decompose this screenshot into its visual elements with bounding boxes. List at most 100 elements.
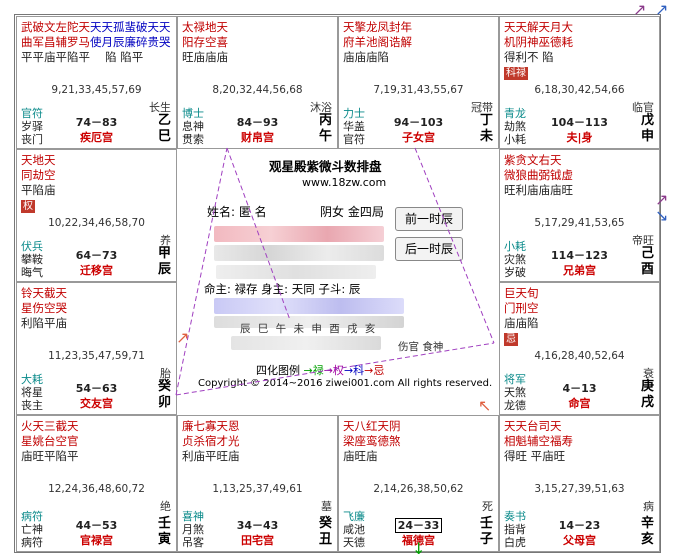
earthly-branch: 丑 [318,532,332,547]
minor-star: 将军 [504,373,526,386]
line-shen-to-xu [175,147,228,396]
star-text: 庙庙庙陷 [343,50,389,64]
palace-name: 子女宫 [339,129,498,145]
palace-stars: 火天三截天星姚台空官庙旺平陷平 [21,419,79,464]
star-row: 天天解天月大 [504,20,573,35]
star-row: 权 [21,198,56,213]
arrow-icon-you-2: ↘ [655,206,669,225]
sihua-badge: 科禄 [504,67,528,80]
star-text: 相魁辅空福寿 [504,434,573,448]
blurred-stems [214,298,404,314]
palace-stars: 天天解天月大机阴神巫德耗得利不 陷科禄 [504,20,573,80]
minor-star: 丧门 [21,133,43,146]
minor-star: 博士 [182,107,204,120]
arrow-icon-xu: ↖ [478,396,492,415]
prev-hour-button[interactable]: 前一时辰 [395,207,463,231]
minor-star: 吊客 [182,536,204,549]
palace-name-text: 子女宫 [402,131,435,144]
earthly-branch: 子 [479,532,493,547]
palace-name: 命宫 [500,395,659,411]
ganzhi: 丙午 [319,113,332,145]
palace-name-text: 官禄宫 [80,534,113,547]
next-hour-button[interactable]: 后一时辰 [395,237,463,261]
sihua-badge: 权 [21,200,35,213]
changsheng-label: 沐浴 [310,101,332,114]
minor-star: 贯索 [182,133,204,146]
star-text: 门刑空 [504,301,539,315]
earthly-branch: 卯 [157,395,171,410]
blurred-lunar-date [214,245,384,261]
legend-item: →忌 [364,364,385,377]
arrow-icon-mao: ↗ [176,328,190,347]
star-text: 星姚台空官 [21,434,79,448]
star-text: 天天孤蜚破天天 [90,20,171,34]
star-text: 贞杀宿才光 [182,434,240,448]
liunian-ages: 12,24,36,48,60,72 [48,483,145,495]
star-text: 利陷平庙 [21,316,67,330]
star-row: 忌 [504,331,539,346]
minor-star: 病符 [21,510,43,523]
blurred-tengods [231,336,381,350]
star-text: 得旺 平庙旺 [504,449,566,463]
liunian-ages: 9,21,33,45,57,69 [51,84,142,96]
palace-name: 福德宫 [339,532,498,548]
palace-stars: 天天台司天相魁辅空福寿得旺 平庙旺 [504,419,573,464]
minor-star: 天德 [343,536,365,549]
minor-star: 灾煞 [504,253,526,266]
star-text: 府羊池阁诰解 [343,35,412,49]
palace-stars: 天擎龙凤封年府羊池阁诰解庙庙庙陷 [343,20,412,65]
minor-star: 息神 [182,120,204,133]
changsheng-label: 临官 [632,101,654,114]
star-text: 天天台司天 [504,419,562,433]
palace-name-text: 福德宫 [402,534,435,547]
changsheng-label: 衰 [643,367,654,380]
star-text: 得利不 陷 [504,50,554,64]
liunian-ages: 10,22,34,46,58,70 [48,217,145,229]
daxian-range: 114－123 [551,249,608,262]
star-row: 天天台司天 [504,419,573,434]
star-row: 阳存空喜 [182,35,228,50]
ganzhi: 癸卯 [158,379,171,411]
palace-name: 夫|身 [500,129,659,145]
minor-star: 官符 [343,133,365,146]
palace-stars: 紫贪文右天微狼曲弼钺虚旺利庙庙庙旺 [504,153,573,198]
star-text: 天天解天月大 [504,20,573,34]
legend-items: →禄→权→科→忌 [304,364,385,377]
minor-star: 岁破 [504,266,526,279]
heavenly-stem: 乙 [157,113,171,128]
star-row: 得旺 平庙旺 [504,449,573,464]
palace-name: 兄弟宫 [500,262,659,278]
minor-stars: 官符岁驿丧门 [21,107,43,146]
ganzhi: 己酉 [641,246,654,278]
heavenly-stem: 癸 [157,379,171,394]
star-row: 铃天截天 [21,286,67,301]
star-row: 火天三截天 [21,419,79,434]
star-row: 相魁辅空福寿 [504,434,573,449]
ganzhi: 壬寅 [158,516,171,548]
palace-name: 官禄宫 [17,532,176,548]
star-text: 利庙平旺庙 [182,449,240,463]
star-row: 廉七寡天恩 [182,419,240,434]
ganzhi: 壬子 [480,516,493,548]
minor-star: 天煞 [504,386,526,399]
star-text: 铃天截天 [21,286,67,300]
minor-star: 小耗 [504,240,526,253]
changsheng-label: 养 [160,234,171,247]
minor-stars: 力士华盖官符 [343,107,365,146]
liunian-ages: 6,18,30,42,54,66 [534,84,625,96]
changsheng-label: 长生 [149,101,171,114]
minor-star: 青龙 [504,107,526,120]
palace-stars: 天地天同劫空平陷庙权 [21,153,56,213]
